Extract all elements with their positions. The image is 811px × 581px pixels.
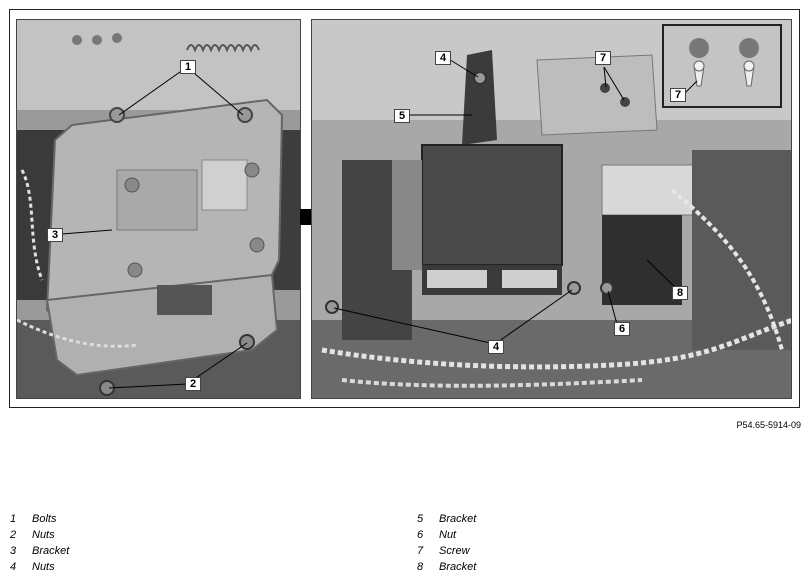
callout-7-inset: 7 xyxy=(670,88,686,102)
detail-inset: 7 xyxy=(662,24,782,108)
photo-after-removal: 7 4 5 7 4 6 8 xyxy=(311,19,792,399)
callout-4-bottom: 4 xyxy=(488,340,504,354)
callout-1: 1 xyxy=(180,60,196,74)
callout-8: 8 xyxy=(672,286,688,300)
photo-left-drawing xyxy=(17,20,300,398)
callout-2: 2 xyxy=(185,377,201,391)
figure-reference-code: P54.65-5914-09 xyxy=(736,420,801,430)
callout-3: 3 xyxy=(47,228,63,242)
photo-before-removal: 1 3 2 xyxy=(16,19,301,399)
callout-7: 7 xyxy=(595,51,611,65)
figure-frame: 1 3 2 xyxy=(9,9,800,408)
callout-6: 6 xyxy=(614,322,630,336)
callout-4-top: 4 xyxy=(435,51,451,65)
callout-5: 5 xyxy=(394,109,410,123)
